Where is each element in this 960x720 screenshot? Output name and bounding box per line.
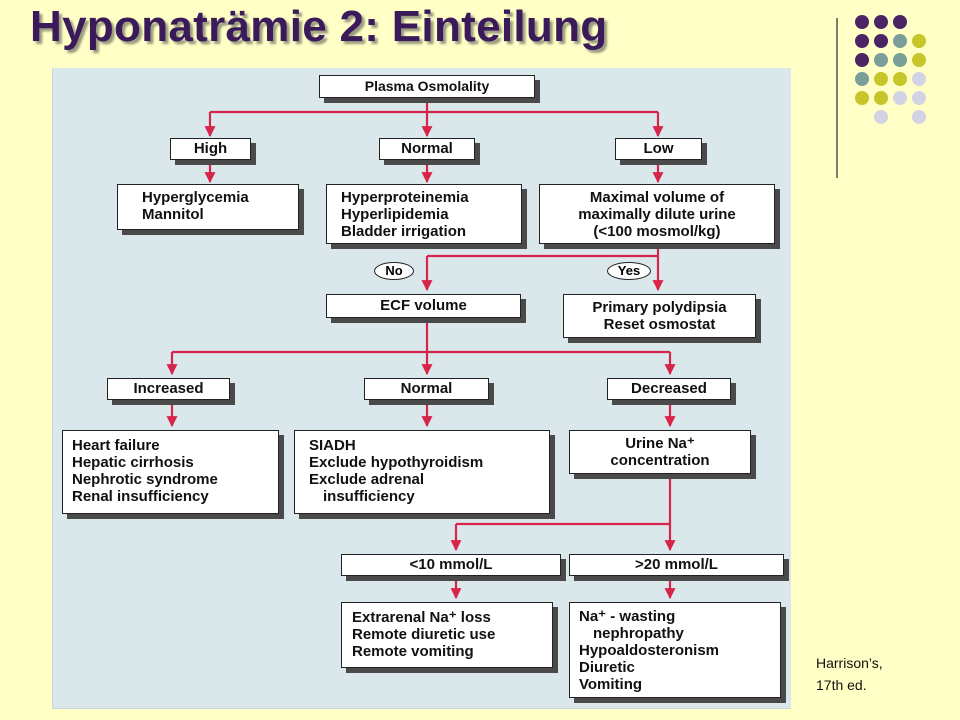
cause-reset-osmostat: Reset osmostat (603, 316, 716, 333)
maximal-volume-box: Maximal volume of maximally dilute urine… (539, 184, 775, 244)
decorative-dot (912, 72, 926, 86)
cause-bladder-irrigation: Bladder irrigation (341, 223, 467, 240)
normal-ecf-causes-box: SIADH Exclude hypothyroidism Exclude adr… (294, 430, 550, 514)
answer-no-pill: No (374, 262, 414, 280)
connector-lines (166, 98, 676, 600)
cause-mannitol: Mannitol (142, 206, 204, 223)
decorative-dot (855, 34, 869, 48)
osmolality-low-label: Low (643, 140, 674, 157)
na-high-box: >20 mmol/L (569, 554, 784, 576)
decorative-dot (874, 110, 888, 124)
na-low-label: <10 mmol/L (409, 556, 493, 573)
cause-insufficiency: insufficiency (323, 488, 415, 505)
ecf-volume-box: ECF volume (326, 294, 521, 318)
flowchart-panel: Plasma Osmolality High Normal Low Hyperg… (52, 68, 791, 709)
cause-nephropathy: nephropathy (593, 625, 684, 642)
osmolality-normal-label: Normal (401, 140, 453, 157)
decorative-dot (912, 110, 926, 124)
answer-no-label: No (385, 263, 403, 278)
osmolality-high-box: High (170, 138, 251, 160)
maximal-volume-line2: maximally dilute urine (578, 206, 736, 223)
na-high-causes-box: Na⁺ - wasting nephropathy Hypoaldosteron… (569, 602, 781, 698)
plasma-osmolality-label: Plasma Osmolality (364, 78, 490, 94)
ecf-decreased-box: Decreased (607, 378, 731, 400)
decorative-dot (893, 91, 907, 105)
ecf-increased-label: Increased (133, 380, 204, 397)
ecf-increased-box: Increased (107, 378, 230, 400)
urine-na-line1: Urine Na⁺ (625, 435, 695, 452)
osmolality-normal-box: Normal (379, 138, 475, 160)
decorative-dot (874, 91, 888, 105)
maximal-volume-line3: (<100 mosmol/kg) (593, 223, 721, 240)
high-causes-box: Hyperglycemia Mannitol (117, 184, 299, 230)
ecf-decreased-label: Decreased (631, 380, 707, 397)
cause-exclude-hypothyroidism: Exclude hypothyroidism (309, 454, 484, 471)
cause-hyperproteinemia: Hyperproteinemia (341, 189, 469, 206)
osmolality-high-label: High (193, 140, 228, 157)
na-low-box: <10 mmol/L (341, 554, 561, 576)
cause-diuretic: Diuretic (579, 659, 635, 676)
cause-siadh: SIADH (309, 437, 356, 454)
decorative-dot (893, 15, 907, 29)
cause-remote-diuretic-use: Remote diuretic use (352, 626, 496, 643)
credit-line2: 17th ed. (816, 677, 867, 693)
maximal-volume-line1: Maximal volume of (589, 189, 725, 206)
answer-yes-pill: Yes (607, 262, 651, 280)
urine-na-line2: concentration (610, 452, 710, 469)
cause-hyperglycemia: Hyperglycemia (142, 189, 249, 206)
ecf-normal-box: Normal (364, 378, 489, 400)
decorative-dot (855, 53, 869, 67)
normal-causes-box: Hyperproteinemia Hyperlipidemia Bladder … (326, 184, 522, 244)
decorative-dot (912, 91, 926, 105)
credit-line1: Harrison’s, (816, 655, 883, 671)
decorative-dot (855, 15, 869, 29)
na-low-causes-box: Extrarenal Na⁺ loss Remote diuretic use … (341, 602, 553, 668)
slide-title: Hyponaträmie 2: Einteilung (30, 2, 608, 51)
decorative-dot (874, 53, 888, 67)
cause-extrarenal-na-loss: Extrarenal Na⁺ loss (352, 609, 491, 626)
decorative-dot (874, 15, 888, 29)
cause-primary-polydipsia: Primary polydipsia (592, 299, 727, 316)
ecf-normal-label: Normal (400, 380, 453, 397)
cause-remote-vomiting: Remote vomiting (352, 643, 474, 660)
primary-polydipsia-box: Primary polydipsia Reset osmostat (563, 294, 756, 338)
decorative-dot (855, 72, 869, 86)
decorative-dot (874, 34, 888, 48)
plasma-osmolality-box: Plasma Osmolality (319, 75, 535, 98)
source-credit: Harrison’s, 17th ed. (816, 652, 883, 696)
na-high-label: >20 mmol/L (635, 556, 718, 573)
cause-renal-insufficiency: Renal insufficiency (72, 488, 209, 505)
cause-vomiting: Vomiting (579, 676, 643, 693)
increased-causes-box: Heart failure Hepatic cirrhosis Nephroti… (62, 430, 279, 514)
decorative-dot (893, 53, 907, 67)
decorative-dot (893, 72, 907, 86)
cause-hepatic-cirrhosis: Hepatic cirrhosis (72, 454, 194, 471)
cause-hyperlipidemia: Hyperlipidemia (341, 206, 449, 223)
osmolality-low-box: Low (615, 138, 702, 160)
decorative-dot (912, 34, 926, 48)
decorative-dot (893, 34, 907, 48)
cause-nephrotic-syndrome: Nephrotic syndrome (72, 471, 218, 488)
decorative-dot (912, 53, 926, 67)
answer-yes-label: Yes (617, 263, 641, 278)
cause-exclude-adrenal: Exclude adrenal (309, 471, 425, 488)
decorative-dot (855, 91, 869, 105)
cause-hypoaldosteronism: Hypoaldosteronism (579, 642, 720, 659)
cause-na-wasting: Na⁺ - wasting (579, 608, 676, 625)
title-divider (836, 18, 838, 178)
decorative-dot-grid (855, 15, 926, 124)
ecf-volume-label: ECF volume (380, 297, 467, 314)
urine-na-box: Urine Na⁺ concentration (569, 430, 751, 474)
decorative-dot (874, 72, 888, 86)
cause-heart-failure: Heart failure (72, 437, 160, 454)
